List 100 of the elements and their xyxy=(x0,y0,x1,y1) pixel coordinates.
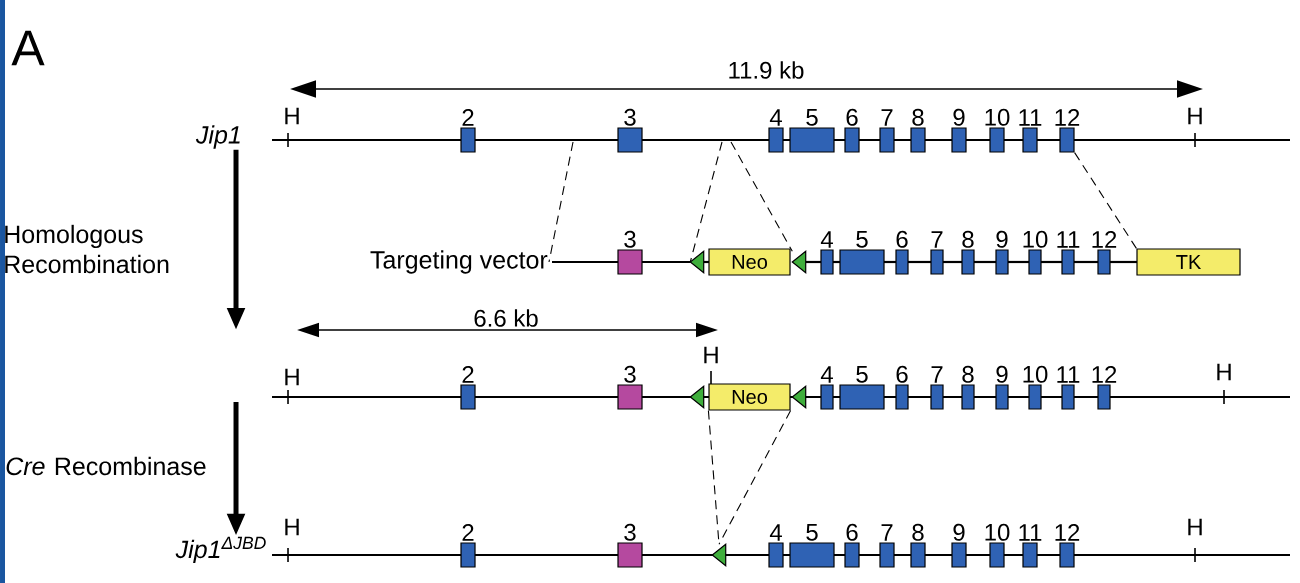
exon-box: 10 xyxy=(985,108,1010,153)
node-label: 4 xyxy=(820,366,833,383)
site-label: H xyxy=(704,346,718,364)
site-label: H xyxy=(1188,107,1202,125)
exon-box: 8 xyxy=(961,230,975,275)
crossover-line xyxy=(548,141,574,263)
node-label: 10 xyxy=(985,523,1010,541)
node-label: 4 xyxy=(769,109,782,126)
crossover-line xyxy=(718,410,792,545)
step-label: Cre Recombinase xyxy=(6,456,206,476)
gene-label: Jip1 xyxy=(195,125,240,149)
exon-box: 11 xyxy=(1019,109,1042,153)
loxp-triangle xyxy=(791,250,807,274)
dna-line xyxy=(1074,260,1098,264)
loxp-triangle xyxy=(711,543,727,567)
node-label: 8 xyxy=(962,230,974,248)
exon-box: 5 xyxy=(839,366,885,410)
node-label: 7 xyxy=(881,109,893,126)
crossover-line xyxy=(689,141,723,263)
exon-box: 4 xyxy=(768,109,784,153)
node-label: 5 xyxy=(806,109,818,126)
dna-line xyxy=(1110,260,1137,264)
exon-box: 4 xyxy=(820,366,834,410)
node-label: 10 xyxy=(1023,365,1048,383)
exon-box: 5 xyxy=(789,109,835,153)
exon-box: 3 xyxy=(617,365,643,410)
loxp-triangle xyxy=(689,250,705,274)
exon-box: 6 xyxy=(895,365,909,410)
node-label: 9 xyxy=(953,523,965,541)
dna-line xyxy=(642,260,691,264)
node-label: 10 xyxy=(1023,230,1048,248)
node-label: 8 xyxy=(912,523,924,541)
node-label: 4 xyxy=(769,524,782,541)
node-label: 7 xyxy=(931,366,943,383)
exon-box: 9 xyxy=(995,230,1009,275)
node-label: 11 xyxy=(1057,231,1080,248)
loxp-triangle xyxy=(689,385,705,409)
node-label: 12 xyxy=(1055,524,1080,541)
dna-line xyxy=(974,260,996,264)
node-label: 7 xyxy=(881,524,893,541)
exon-box: 3 xyxy=(617,108,643,153)
node-label: 11 xyxy=(1057,366,1080,383)
exon-box: 6 xyxy=(844,523,860,568)
node-label: 8 xyxy=(912,108,924,126)
node-label: 5 xyxy=(856,366,868,383)
exon-box: 3 xyxy=(617,230,643,275)
site-label: H xyxy=(1217,363,1231,381)
step-label: Homologous Recombination xyxy=(5,224,169,274)
exon-box: 12 xyxy=(1055,524,1080,568)
site-label: H xyxy=(285,518,299,536)
exon-box: 2 xyxy=(460,109,476,153)
node-label: 9 xyxy=(996,230,1008,248)
node-label: 5 xyxy=(856,231,868,248)
dna-line xyxy=(943,260,962,264)
dna-line xyxy=(552,260,618,264)
exon-box: 9 xyxy=(995,365,1009,410)
exon-box: 12 xyxy=(1092,366,1117,410)
marker-box: TK xyxy=(1136,248,1241,276)
node-label: 2 xyxy=(462,524,474,541)
node-label: 6 xyxy=(896,230,908,248)
exon-box: 5 xyxy=(789,524,835,568)
exon-box: 10 xyxy=(1023,230,1048,275)
crossover-line xyxy=(730,141,793,252)
exon-box: 2 xyxy=(460,366,476,410)
exon-box: 7 xyxy=(879,524,895,568)
exon-box: 8 xyxy=(910,108,926,153)
node-label: 12 xyxy=(1092,366,1117,383)
exon-box: 10 xyxy=(1023,365,1048,410)
node-label: 9 xyxy=(996,365,1008,383)
exon-box: 11 xyxy=(1057,366,1080,410)
site-label: H xyxy=(285,368,299,386)
dna-line xyxy=(1041,260,1062,264)
exon-box: 4 xyxy=(820,231,834,275)
exon-box: 3 xyxy=(617,523,643,568)
site-label: H xyxy=(285,107,299,125)
dna-line xyxy=(908,260,931,264)
distance-label: 11.9 kb xyxy=(729,61,804,79)
exon-box: 8 xyxy=(910,523,926,568)
site-label: H xyxy=(1188,518,1202,536)
node-label: 4 xyxy=(820,231,833,248)
exon-box: 12 xyxy=(1092,231,1117,275)
node-label: 12 xyxy=(1055,109,1080,126)
crossover-line xyxy=(1074,152,1137,249)
exon-box: 10 xyxy=(985,523,1010,568)
node-label: 3 xyxy=(624,108,636,126)
node-label: 3 xyxy=(624,365,636,383)
node-label: 6 xyxy=(896,365,908,383)
node-label: 6 xyxy=(846,523,858,541)
distance-label: 6.6 kb xyxy=(474,309,538,327)
node-label: 11 xyxy=(1019,109,1042,126)
node-label: 12 xyxy=(1092,231,1117,248)
dna-line xyxy=(1008,260,1029,264)
node-label: 6 xyxy=(846,108,858,126)
exon-box: 2 xyxy=(460,524,476,568)
exon-box: 7 xyxy=(930,366,944,410)
exon-box: 11 xyxy=(1057,231,1080,275)
node-label: 3 xyxy=(624,523,636,541)
exon-box: 4 xyxy=(768,524,784,568)
node-label: 3 xyxy=(624,230,636,248)
node-label: 11 xyxy=(1019,524,1042,541)
